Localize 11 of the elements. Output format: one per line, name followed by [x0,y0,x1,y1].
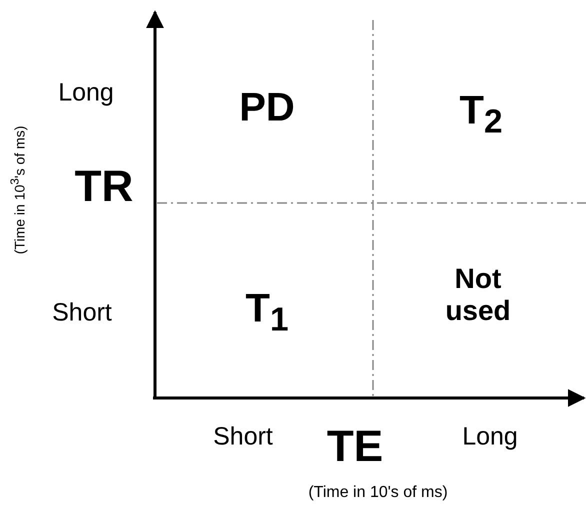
axis-level-label: Short [52,298,112,328]
quadrant-label: T$_{2}$ [460,88,502,142]
axis-title: TR [74,162,134,212]
axis-level-label: Long [462,422,518,452]
axis-level-label: Short [213,422,273,452]
quadrant-label: PD [239,86,295,130]
axis-level-label: Long [58,78,114,108]
axis-title: TE [326,422,384,472]
quadrant-label: T$_{1}$ [246,286,288,340]
quadrant-label: Not used [444,262,512,328]
axis-unit-note: (Time in 10's of ms) [308,484,448,502]
